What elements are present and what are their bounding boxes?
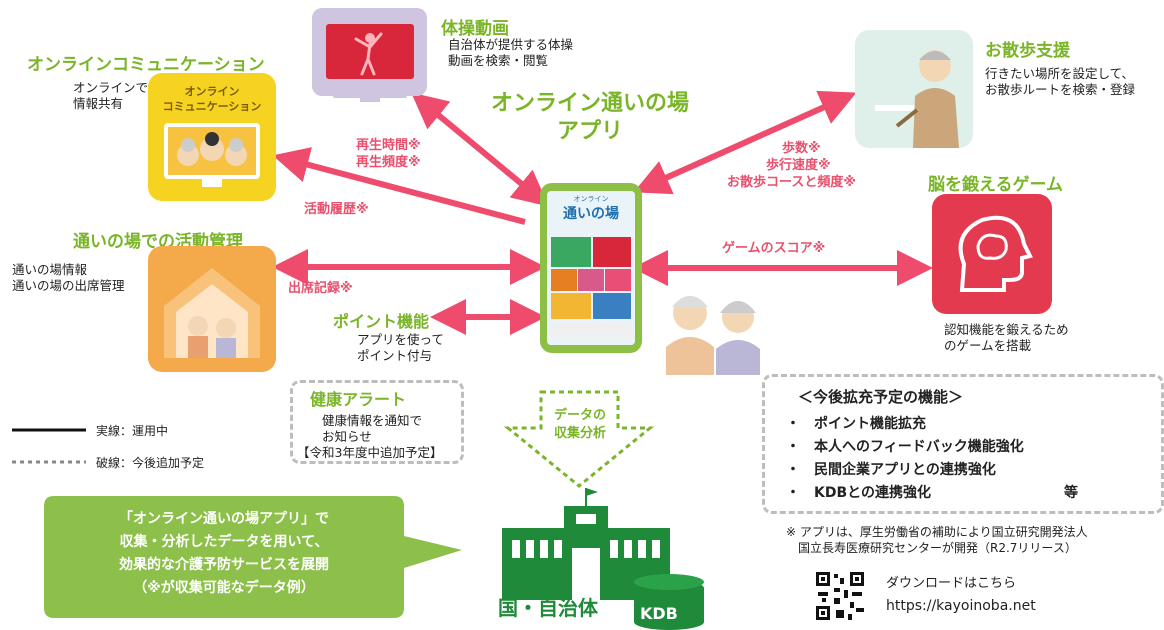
future-features-title: ＜今後拡充予定の機能＞ (798, 388, 964, 406)
exercise-video-desc-1: 自治体が提供する体操 (448, 37, 574, 52)
future-etc: 等 (1064, 485, 1078, 501)
online-comm-tile-text-1: オンライン (184, 85, 240, 98)
online-comm-screen (164, 123, 260, 179)
legend-solid-text: 実線：運用中 (96, 424, 169, 438)
download-label: ダウンロードはこちら (886, 576, 1017, 591)
bubble-line-3: 効果的な介護予防サービスを展開 (119, 557, 329, 573)
bubble-line-2: 収集・分析したデータを用いて、 (119, 534, 329, 550)
phone-header-small: オンライン (573, 195, 609, 203)
kdb-label: KDB (640, 604, 678, 623)
future-item-3: ・ 民間企業アプリとの連携強化 (786, 462, 996, 478)
label-play-freq: 再生頻度※ (356, 155, 421, 170)
points-desc-2: ポイント付与 (357, 348, 433, 363)
center-title-1: オンライン通いの場 (490, 91, 689, 116)
label-play-time: 再生時間※ (356, 138, 421, 153)
online-comm-title: オンラインコミュニケーション (27, 55, 265, 75)
qr-code-icon[interactable] (814, 570, 866, 622)
phone-header-big: 通いの場 (563, 206, 619, 222)
exercise-video-desc-2: 動画を検索・閲覧 (448, 53, 549, 68)
label-steps: 歩数※ (782, 141, 821, 156)
data-collect-line2: 収集分析 (553, 426, 606, 441)
points-title: ポイント機能 (333, 312, 430, 331)
exercise-person-icon (354, 32, 383, 76)
walk-support-desc-1: 行きたい場所を設定して、 (985, 66, 1135, 81)
future-item-4: ・ KDBとの連携強化 (786, 485, 932, 501)
legend-dashed-text: 破線：今後追加予定 (96, 456, 205, 470)
seniors-illustration (666, 296, 760, 375)
note-line-1: ※ アプリは、厚生労働省の補助により国立研究開発法人 (786, 525, 1088, 539)
app-phone: オンライン 通いの場 (540, 183, 642, 353)
online-comm-tile-text-2: コミュニケーション (162, 100, 262, 113)
kdb-cylinder-top (634, 574, 704, 590)
data-collect-line1: データの (553, 408, 606, 423)
activity-mgmt-tile (148, 246, 276, 372)
bubble-line-1: 「オンライン通いの場アプリ」で (119, 511, 329, 527)
brain-game-desc-1: 認知機能を鍛えるため (944, 322, 1069, 337)
health-alert-desc-2: お知らせ (322, 429, 372, 444)
health-alert-desc-3: 【令和3年度中追加予定】 (297, 445, 443, 460)
center-title-2: アプリ (556, 119, 623, 144)
points-desc-1: アプリを使って (357, 332, 444, 347)
walk-support-tile (855, 30, 973, 148)
activity-mgmt-desc-2: 通いの場の出席管理 (12, 278, 125, 293)
video-screen (326, 24, 414, 79)
health-alert-desc-1: 健康情報を通知で (322, 413, 423, 428)
activity-mgmt-desc-1: 通いの場情報 (12, 262, 88, 277)
label-walk-course: お散歩コースと頻度※ (727, 175, 856, 190)
label-attendance: 出席記録※ (288, 281, 353, 296)
label-activity-history: 活動履歴※ (304, 202, 369, 217)
speech-bubble (44, 496, 462, 618)
exercise-video-title: 体操動画 (441, 19, 509, 39)
future-item-1: ・ ポイント機能拡充 (786, 416, 926, 432)
walking-senior-icon (875, 50, 959, 148)
house-people-icon (164, 268, 260, 358)
label-game-score: ゲームのスコア※ (722, 241, 826, 256)
download-url[interactable]: https://kayoinoba.net (886, 598, 1036, 614)
online-comm-desc-1: オンラインで (73, 80, 149, 95)
label-walk-speed: 歩行速度※ (766, 158, 831, 173)
walk-support-desc-2: お散歩ルートを検索・登録 (985, 82, 1136, 97)
people-faces-icon (177, 132, 247, 166)
bubble-line-4: （※が収集可能なデータ例） (133, 580, 315, 596)
future-item-2: ・ 本人へのフィードバック機能強化 (786, 439, 1024, 455)
brain-game-tile (932, 194, 1052, 314)
brain-head-icon (958, 215, 1033, 292)
health-alert-box (290, 380, 464, 464)
health-alert-title: 健康アラート (310, 390, 407, 409)
note-line-2: 国立長寿医療研究センターが開発（R2.7リリース） (798, 541, 1077, 555)
monitor-stand (333, 92, 407, 98)
phone-screen: オンライン 通いの場 (547, 191, 635, 345)
future-features-box (762, 374, 1164, 514)
online-comm-desc-2: 情報共有 (73, 96, 124, 111)
online-comm-tile: オンライン コミュニケーション (148, 73, 276, 201)
brain-game-desc-2: のゲームを搭載 (944, 338, 1032, 353)
exercise-video-monitor (312, 8, 427, 102)
walk-support-title: お散歩支援 (985, 41, 1070, 61)
brain-game-title: 脳を鍛えるゲーム (928, 175, 1063, 195)
government-label: 国・自治体 (498, 596, 598, 620)
